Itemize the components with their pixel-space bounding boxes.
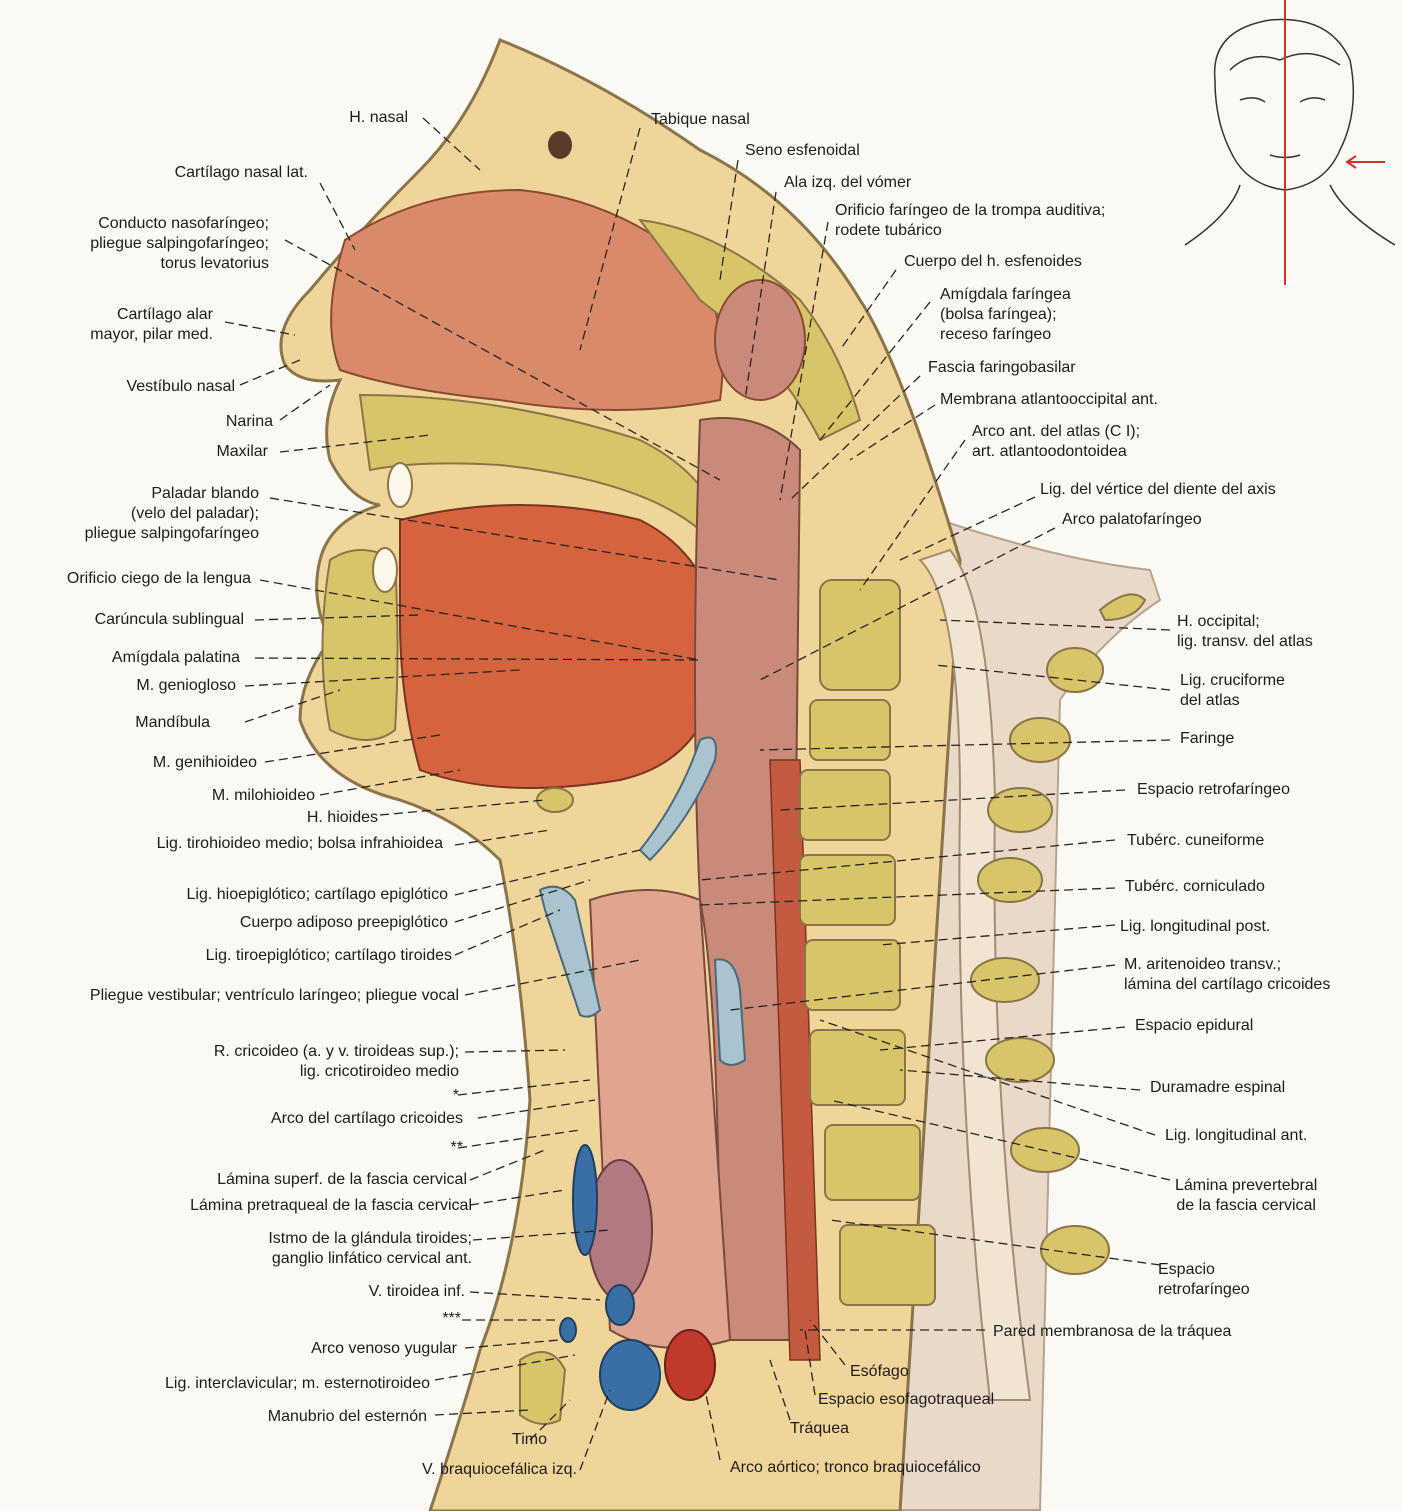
label-orificio-ciego: Orificio ciego de la lengua (66, 570, 251, 587)
label-tuberc-corniculado: Tubérc. corniculado (1125, 878, 1265, 895)
label-h-hioides: H. hioides (306, 809, 378, 826)
vein-brachiocephalic (599, 1339, 661, 1411)
label-cuerpo-adiposo: Cuerpo adiposo preepiglótico (239, 914, 448, 931)
label-lamina-pretraqueal: Lámina pretraqueal de la fascia cervical (190, 1197, 472, 1214)
label-lig-vertice: Lig. del vértice del diente del axis (1040, 481, 1276, 498)
label-asterisk-2: ** (450, 1139, 463, 1156)
label-pared-membranosa: Pared membranosa de la tráquea (993, 1323, 1232, 1340)
label-caruncula: Carúncula sublingual (94, 611, 244, 628)
label-lig-tirohioideo: Lig. tirohioideo medio; bolsa infrahioid… (156, 835, 443, 852)
label-ala-vomer: Ala izq. del vómer (784, 174, 912, 191)
label-lamina-superf: Lámina superf. de la fascia cervical (217, 1171, 467, 1188)
leader-lines (224, 117, 1171, 1471)
label-timo: Timo (512, 1431, 547, 1448)
sphenoid-sinus (714, 279, 806, 401)
sternum-manubrium (519, 1351, 567, 1425)
label-arco-ant-atlas: Arco ant. del atlas (C I); art. atlantoo… (972, 423, 1141, 460)
label-v-braquiocefalica: V. braquiocefálica izq. (421, 1461, 577, 1478)
orientation-thumbnail (1184, 18, 1396, 246)
label-istmo-tiroides: Istmo de la glándula tiroides; ganglio l… (268, 1230, 472, 1267)
label-espacio-retrofaringeo-1: Espacio retrofaríngeo (1137, 781, 1290, 798)
label-asterisk-3: *** (442, 1310, 461, 1327)
label-h-nasal: H. nasal (349, 109, 408, 126)
vein-thyroid-inf-2 (605, 1284, 635, 1326)
label-espacio-retrofaringeo-2: Espacio retrofaríngeo (1158, 1261, 1250, 1298)
upper-incisor (387, 462, 413, 508)
label-tuberc-cuneiforme: Tubérc. cuneiforme (1127, 832, 1265, 849)
label-h-occipital: H. occipital; lig. transv. del atlas (1177, 613, 1313, 650)
occipital-bone (1098, 593, 1147, 622)
vein-thyroid-inf (572, 1144, 598, 1256)
spinous-processes (970, 647, 1110, 1275)
label-orificio-faringeo: Orificio faríngeo de la trompa auditiva;… (835, 202, 1106, 239)
label-esofago: Esófago (850, 1363, 909, 1380)
label-lig-long-post: Lig. longitudinal post. (1120, 918, 1271, 935)
label-membrana-atlantooccipital: Membrana atlantooccipital ant. (940, 391, 1158, 408)
label-pliegue-vestibular: Pliegue vestibular; ventrículo laríngeo;… (89, 987, 459, 1004)
label-lig-cruciforme: Lig. cruciforme del atlas (1180, 672, 1285, 709)
label-amigdala-faringea: Amígdala faríngea (bolsa faríngea); rece… (940, 286, 1071, 343)
vertebral-column (799, 579, 936, 1306)
label-lamina-prevertebral: Lámina prevertebral de la fascia cervica… (1175, 1177, 1318, 1214)
label-tabique-nasal: Tabique nasal (651, 111, 750, 128)
label-v-tiroidea-inf: V. tiroidea inf. (368, 1283, 465, 1300)
label-traquea: Tráquea (790, 1420, 849, 1437)
thyroid-isthmus (587, 1159, 653, 1301)
label-lig-interclavicular: Lig. interclavicular; m. esternotiroideo (164, 1375, 430, 1392)
jugular-venous-arch (559, 1317, 577, 1343)
epiglottis (638, 736, 717, 862)
lower-incisor (372, 547, 398, 593)
label-lig-hioepiglotico: Lig. hioepiglótico; cartílago epiglótico (186, 886, 449, 903)
hyoid-bone (536, 787, 574, 813)
tongue (399, 504, 722, 789)
cricoid-lamina (713, 958, 747, 1066)
label-conducto-nasofaringeo: Conducto nasofaríngeo; pliegue salpingof… (90, 215, 269, 272)
label-r-cricoideo: R. cricoideo (a. y v. tiroideas sup.); l… (213, 1043, 459, 1080)
label-fascia-faringobasilar: Fascia faringobasilar (928, 359, 1076, 376)
label-m-genihioideo: M. genihioideo (152, 754, 257, 771)
label-cartilago-alar: Cartílago alar mayor, pilar med. (90, 306, 213, 343)
label-cartilago-nasal-lat: Cartílago nasal lat. (174, 164, 308, 181)
label-vestibulo-nasal: Vestíbulo nasal (126, 378, 235, 395)
label-m-geniogloso: M. geniogloso (136, 677, 236, 694)
label-espacio-esofagotraqueal: Espacio esofagotraqueal (818, 1391, 995, 1408)
label-mandibula: Mandíbula (135, 714, 210, 731)
label-espacio-epidural: Espacio epidural (1135, 1017, 1254, 1034)
label-seno-esfenoidal: Seno esfenoidal (745, 142, 860, 159)
pharynx (694, 417, 802, 1341)
arrow-icon (1345, 155, 1385, 169)
nasal-cavity (330, 188, 724, 411)
esophagus (769, 759, 821, 1361)
label-arco-cricoides: Arco del cartílago cricoides (270, 1110, 463, 1127)
label-lig-long-ant: Lig. longitudinal ant. (1165, 1127, 1308, 1144)
label-cuerpo-esfenoides: Cuerpo del h. esfenoides (904, 253, 1082, 270)
aortic-arch (664, 1329, 716, 1401)
label-arco-palatofaringeo: Arco palatofaríngeo (1062, 511, 1202, 528)
label-narina: Narina (225, 413, 273, 430)
frontal-cavity (548, 131, 572, 159)
label-m-aritenoideo: M. aritenoideo transv.; lámina del cartí… (1124, 956, 1331, 993)
label-m-milohioideo: M. milohioideo (211, 787, 315, 804)
label-lig-tiroepiglotico: Lig. tiroepiglótico; cartílago tiroides (205, 947, 452, 964)
label-paladar-blando: Paladar blando (velo del paladar); plieg… (84, 485, 259, 542)
label-duramadre: Duramadre espinal (1150, 1079, 1286, 1096)
label-arco-venoso: Arco venoso yugular (311, 1340, 457, 1357)
label-maxilar: Maxilar (216, 443, 268, 460)
label-manubrio: Manubrio del esternón (267, 1408, 427, 1425)
label-asterisk-1: * (452, 1087, 459, 1104)
label-arco-aortico: Arco aórtico; tronco braquiocefálico (730, 1459, 981, 1476)
label-amigdala-palatina: Amígdala palatina (111, 649, 240, 666)
label-faringe: Faringe (1180, 730, 1235, 747)
thyroid-cartilage (538, 885, 602, 1018)
